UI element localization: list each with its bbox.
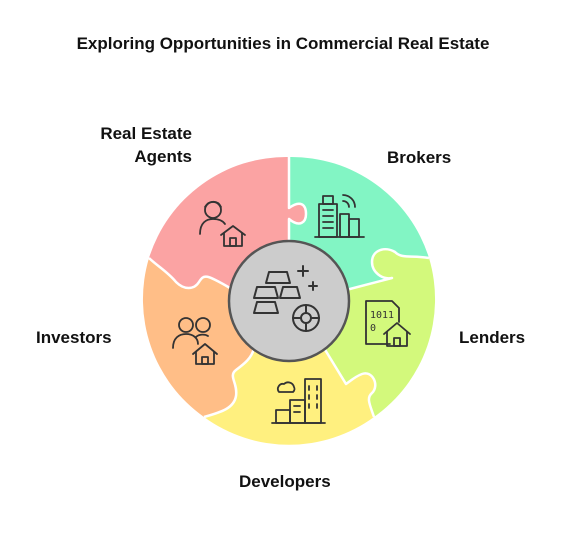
- label-lenders: Lenders: [459, 326, 525, 349]
- label-line: Investors: [36, 328, 112, 347]
- buildings-cloud-icon: [271, 378, 326, 424]
- label-line: Brokers: [387, 148, 452, 167]
- center-hub: [227, 239, 351, 363]
- segment-lenders: [324, 249, 436, 417]
- label-line: Developers: [239, 472, 331, 491]
- people-house-icon: [172, 317, 218, 365]
- svg-text:0: 0: [370, 323, 376, 334]
- label-investors: Investors: [36, 326, 112, 349]
- label-real-estate-agents: Real Estate Agents: [90, 122, 192, 168]
- city-buildings-signal-icon: [314, 194, 365, 238]
- gold-bars-icon: [253, 265, 320, 332]
- segment-developers: [204, 348, 376, 445]
- label-line: Lenders: [459, 328, 526, 347]
- svg-text:1011: 1011: [370, 310, 394, 321]
- label-line: Agents: [134, 147, 192, 166]
- label-developers: Developers: [239, 470, 331, 493]
- diagram-title: Exploring Opportunities in Commercial Re…: [76, 34, 490, 53]
- agent-house-icon: [199, 200, 246, 247]
- segment-real-estate-agents: [149, 156, 306, 288]
- segment-investors: [142, 258, 254, 417]
- document-house-icon: 1011 0: [365, 300, 411, 347]
- label-brokers: Brokers: [387, 146, 451, 169]
- label-line: Real Estate: [100, 124, 192, 143]
